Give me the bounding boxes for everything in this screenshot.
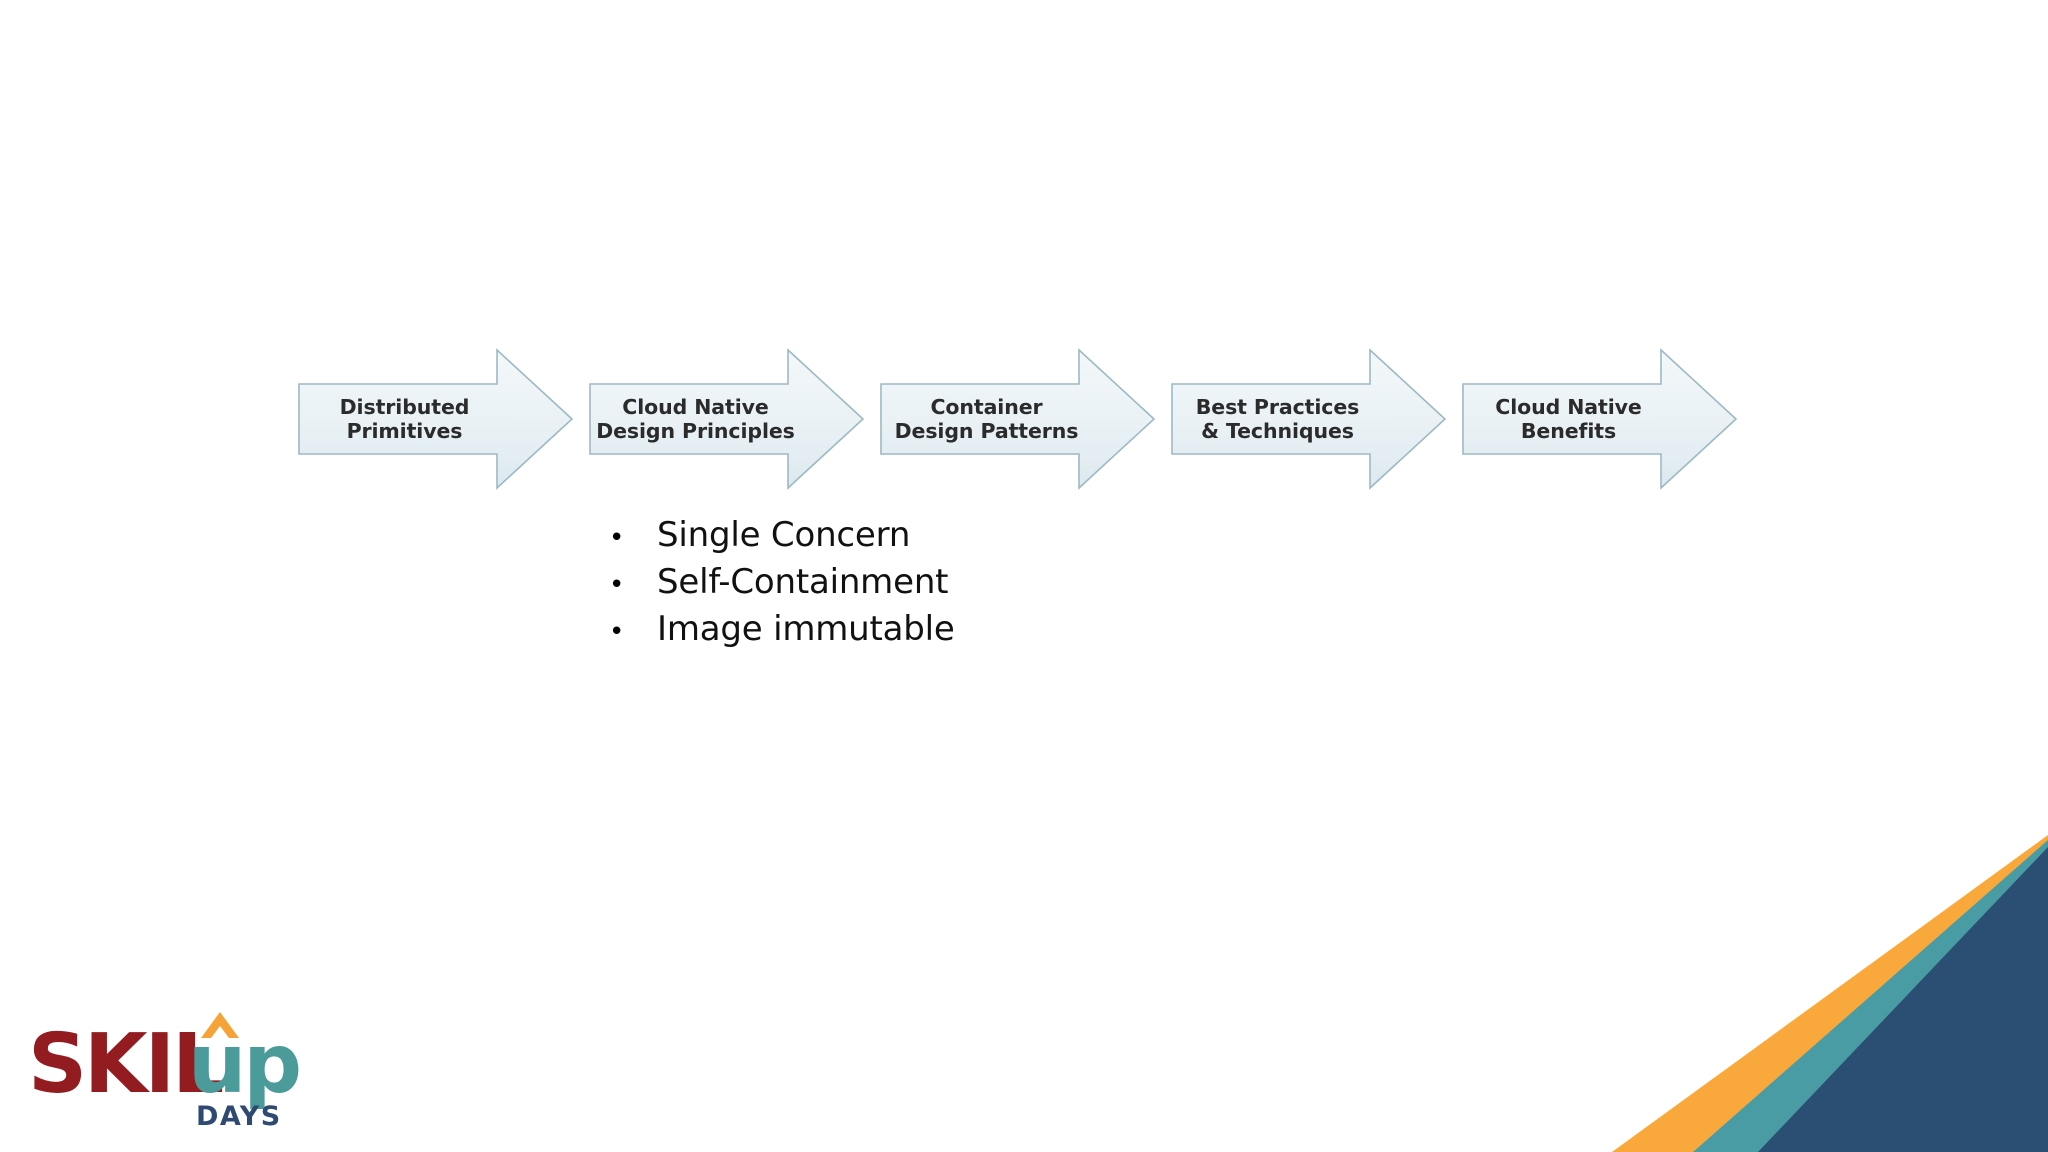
- arrow-shape: [1171, 348, 1447, 490]
- arrow-shape: [298, 348, 574, 490]
- list-item: • Image immutable: [600, 612, 1320, 659]
- list-item: • Single Concern: [600, 518, 1320, 565]
- corner-ribbon: [1588, 807, 2048, 1152]
- list-item: • Self-Containment: [600, 565, 1320, 612]
- list-item-label: Self-Containment: [657, 562, 949, 602]
- ribbon-band-navy: [1758, 847, 2048, 1152]
- logo-chevron-up-icon: [201, 1012, 239, 1038]
- bullet-marker-icon: •: [609, 617, 625, 647]
- logo-word-up: up: [188, 1017, 299, 1112]
- bullet-marker-icon: •: [609, 523, 625, 553]
- ribbon-band-orange: [1612, 835, 2048, 1152]
- skilup-days-logo[interactable]: SKIL up DAYS: [28, 1000, 348, 1130]
- arrow-shape: [589, 348, 865, 490]
- principles-bullet-list: • Single Concern • Self-Containment • Im…: [600, 518, 1320, 659]
- arrow-shape: [880, 348, 1156, 490]
- list-item-label: Image immutable: [657, 609, 955, 649]
- process-step-best-practices-techniques[interactable]: Best Practices & Techniques: [1171, 346, 1447, 492]
- arrow-shape: [1462, 348, 1738, 490]
- process-step-container-design-patterns[interactable]: Container Design Patterns: [880, 346, 1156, 492]
- process-step-cloud-native-benefits[interactable]: Cloud Native Benefits: [1462, 346, 1738, 492]
- logo-word-days: DAYS: [196, 1101, 282, 1130]
- process-step-distributed-primitives[interactable]: Distributed Primitives: [298, 346, 574, 492]
- process-step-cloud-native-design-principles[interactable]: Cloud Native Design Principles: [589, 346, 865, 492]
- ribbon-band-teal: [1693, 840, 2048, 1152]
- logo-word-skil: SKIL: [28, 1017, 223, 1112]
- process-flow-diagram: Distributed Primitives Cloud Native Desi…: [298, 346, 1738, 492]
- list-item-label: Single Concern: [657, 515, 911, 555]
- bullet-marker-icon: •: [609, 570, 625, 600]
